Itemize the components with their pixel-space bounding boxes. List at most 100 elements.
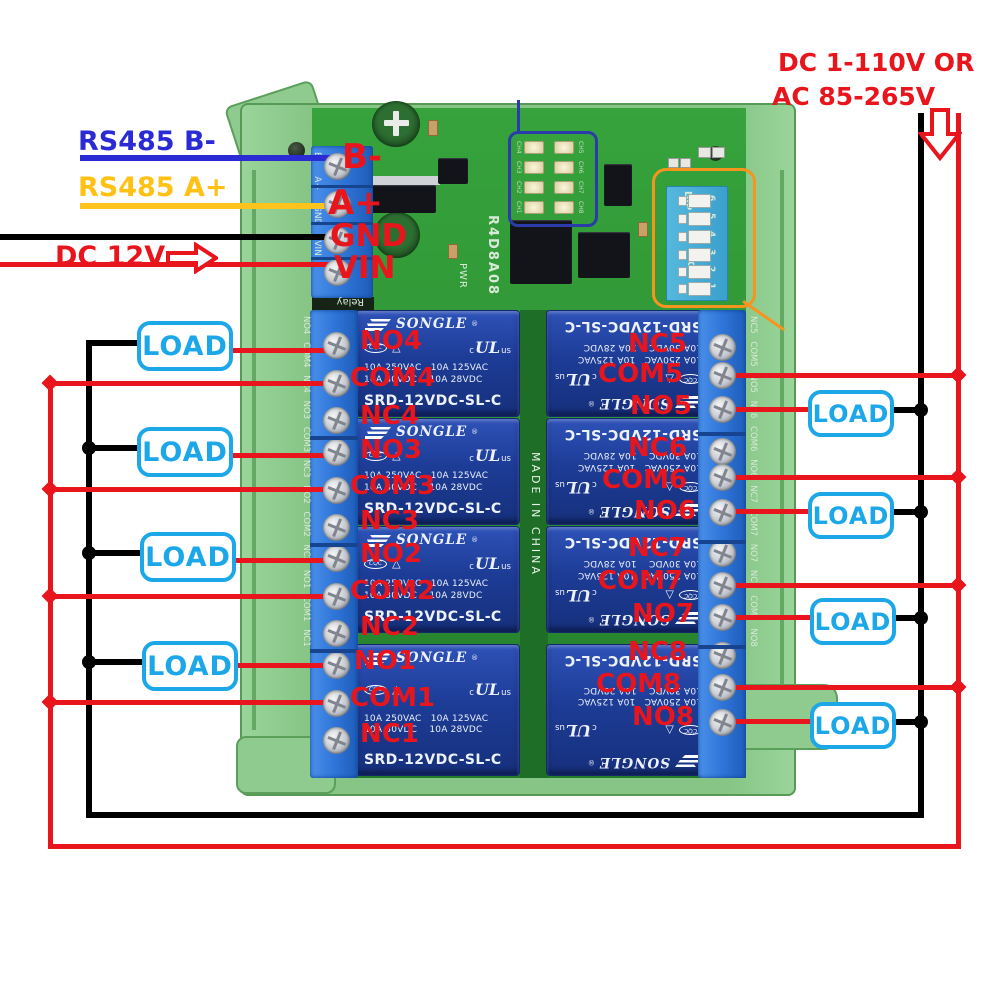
dc12v-label: DC 12V [55,241,166,272]
ul-us: us [555,370,565,381]
terminal-label-b-minus: B- [342,137,383,177]
registered-mark: ® [587,615,595,623]
ul-core: UL [474,680,501,700]
cert-triangle-icon: △ [392,683,401,697]
dip-actuator-4 [688,230,711,244]
screw-left-10 [323,690,350,717]
screw-power-2 [324,227,351,254]
screw-right-2 [709,396,736,423]
channel-label-left-8: NC2 [360,612,419,642]
channel-label-left-5: NC3 [360,506,419,536]
power-range-line2: AC 85-265V [772,82,936,111]
junction-node-3 [41,693,59,711]
tsep-right-2 [698,645,746,649]
channel-label-left-2: NC4 [360,401,419,431]
songle-logo-icon [365,426,391,439]
regulator-heatsink [368,176,440,185]
wire-black-3 [86,340,141,346]
load-box-2: LOAD [137,427,233,477]
screw-left-4 [323,477,350,504]
channel-label-right-10: COM8 [596,669,682,699]
resistor-3 [638,222,648,237]
led-ch-0 [524,141,544,154]
load-box-3: LOAD [140,532,236,582]
relay-model: SRD-12VDC-SL-C [364,752,502,768]
ul-c: c [592,370,597,381]
screw-left-3 [323,439,350,466]
ul-c: c [592,478,597,489]
wire-red-5 [50,594,342,599]
songle-logo-icon [365,318,391,331]
wire-black-4 [89,445,139,451]
rs485-b-label: RS485 B- [78,126,216,157]
registered-mark: ® [471,536,479,544]
terminal-label-a-plus: A+ [328,183,383,223]
channel-label-right-9: NC8 [628,637,687,667]
wire-red-15 [722,407,808,412]
channel-label-right-8: NO7 [632,599,694,629]
junction-dot-0 [82,441,96,455]
wire-red-13 [722,583,958,588]
relay-brand-row: SONGLE® [364,316,511,332]
load-box-1: LOAD [137,321,233,371]
ul-us: us [555,586,565,597]
wire-red-1 [48,844,961,849]
channel-label-right-0: NC5 [628,329,687,359]
wire-red-8 [225,453,343,458]
dip-actuator-6 [688,194,711,208]
wire-red-16 [722,509,808,514]
cert-triangle-icon: △ [392,557,401,571]
ul-core: UL [474,446,501,466]
smd-2 [712,147,725,158]
channel-label-left-4: COM3 [350,471,436,501]
channel-label-left-9: NO1 [354,646,416,676]
ul-core: UL [474,554,501,574]
load-box-5: LOAD [808,390,894,437]
right-terminal-silk: NC5 COM5 NO5 NC6 COM6 NO6 NC7 COM7 NO7 N… [748,316,758,647]
led-ch-1 [524,161,544,174]
relay-spec-line2: 10A 30VDC 10A 28VDC [364,725,483,736]
ic-rs485 [604,164,632,206]
songle-logo-icon [365,652,391,665]
ul-c: c [592,586,597,597]
wire-red-18 [724,719,810,724]
led-ch-2 [524,181,544,194]
screw-power-3 [324,259,351,286]
ul-core: UL [565,720,592,740]
relay-model: SRD-12VDC-SL-C [364,392,502,409]
led-ch-5 [554,161,574,174]
wire-black-1 [86,812,924,818]
songle-logo-icon [675,504,701,517]
registered-mark: ® [471,320,479,328]
channel-label-right-3: NC6 [628,433,687,463]
channel-label-right-2: NO5 [630,391,692,421]
load-box-7: LOAD [810,598,896,645]
relay-spec-line1: 10A 250VAC 10A 125VAC [364,713,489,724]
voltage-regulator [370,185,436,213]
wire-red-11 [722,373,958,378]
pcb-center-strip [520,310,548,778]
relay-spec-line1: 10A 250VAC 10A 125VAC [364,363,489,374]
cert-triangle-icon: △ [392,449,401,463]
wire-black-2 [918,113,924,818]
wire-black-7 [886,407,920,413]
led-ch-3 [524,201,544,214]
carrier-rail-groove-left [252,170,256,730]
led-ch-7 [554,201,574,214]
dip-actuator-2 [688,265,711,279]
resistor-1 [428,120,438,136]
load-box-6: LOAD [808,492,894,539]
